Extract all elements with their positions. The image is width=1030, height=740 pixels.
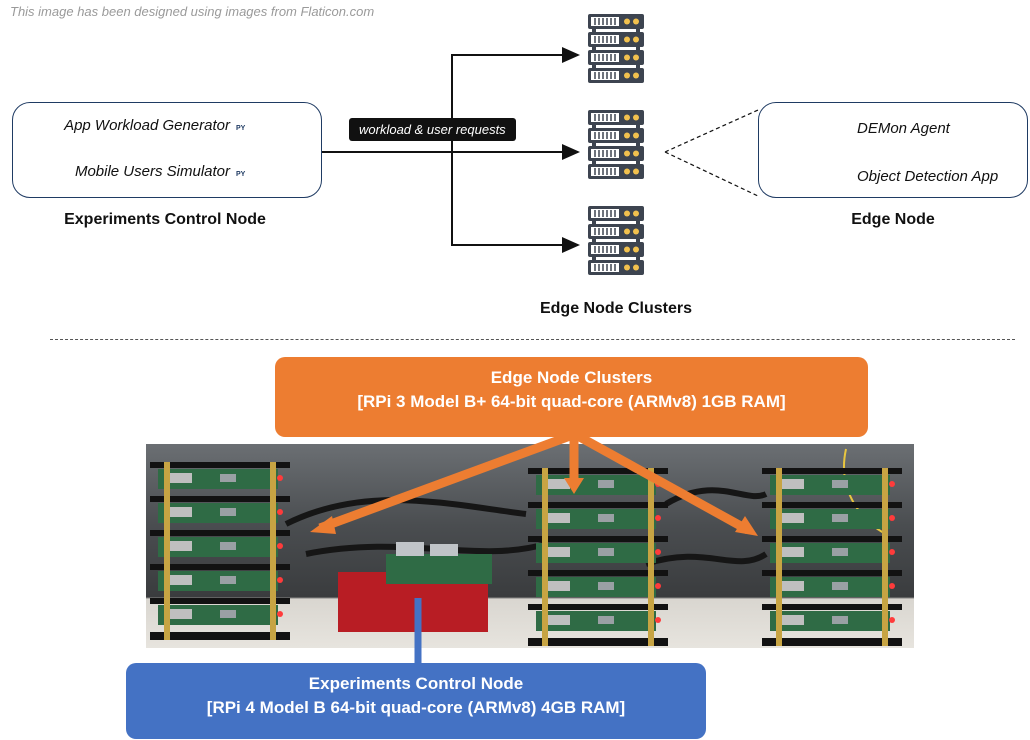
section-divider	[50, 339, 1015, 340]
zoom-lines	[664, 109, 759, 197]
banner-spec: [RPi 4 Model B 64-bit quad-core (ARMv8) …	[206, 698, 626, 717]
edge-node-caption: Edge Node	[851, 211, 935, 228]
banner-spec: [RPi 3 Model B+ 64-bit quad-core (ARMv8)…	[357, 392, 786, 411]
credit-text: This image has been designed using image…	[10, 4, 375, 19]
edge-node-box	[758, 102, 1028, 198]
orange-pointer-arrows	[310, 431, 758, 536]
hardware-photo	[146, 444, 914, 648]
banner-title: Experiments Control Node	[308, 674, 524, 693]
py-badge-text: PY	[236, 171, 246, 178]
edge-clusters-caption: Edge Node Clusters	[539, 300, 693, 317]
mobile-users-simulator-label: Mobile Users Simulator	[74, 163, 230, 180]
object-detection-app-label: Object Detection App	[857, 168, 999, 185]
control-node-caption: Experiments Control Node	[64, 211, 266, 228]
connector-label: workload & user requests	[349, 118, 516, 141]
py-badge-text: PY	[236, 125, 246, 132]
control-node-box	[12, 102, 322, 198]
edge-clusters-banner: Edge Node Clusters [RPi 3 Model B+ 64-bi…	[275, 357, 868, 437]
app-workload-generator-label: App Workload Generator	[64, 117, 230, 134]
control-pi-board	[386, 554, 492, 584]
banner-title: Edge Node Clusters	[490, 368, 653, 387]
control-node-banner: Experiments Control Node [RPi 4 Model B …	[126, 663, 706, 739]
demon-agent-label: DEMon Agent	[857, 120, 950, 137]
